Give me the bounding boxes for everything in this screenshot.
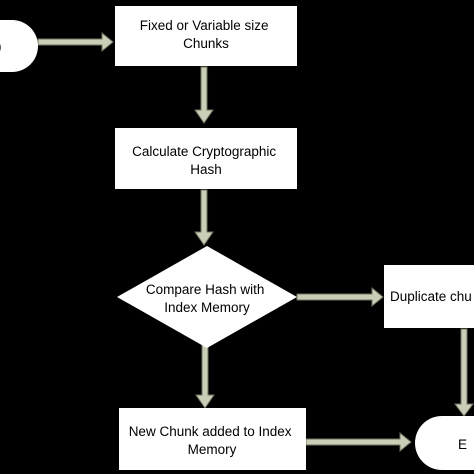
svg-text:Calculate Cryptographic: Calculate Cryptographic Hash <box>132 144 280 177</box>
hash-label-line-1: Calculate Cryptographic <box>132 144 276 159</box>
arrow-duplicate-to-end <box>454 328 474 417</box>
new-chunk-label-line-2: Memory <box>188 442 237 457</box>
arrow-hash-to-compare <box>194 189 214 246</box>
end-terminal-label: E <box>458 437 467 452</box>
start-terminal: ) <box>0 20 38 72</box>
hash-process-box: Calculate Cryptographic Hash <box>115 128 297 189</box>
new-chunk-label-line-1: New Chunk added to Index <box>129 424 292 439</box>
svg-text:New Chunk added to Index: New Chunk added to Index Memory <box>129 424 296 457</box>
compare-label-line-1: Compare Hash with <box>146 282 265 297</box>
connector-arrows <box>37 31 474 453</box>
arrow-chunks-to-hash <box>194 66 214 124</box>
chunks-label-line-1: Fixed or Variable size <box>140 18 269 33</box>
svg-text:Compare Hash with Index: Compare Hash with Index Memory <box>146 282 268 315</box>
arrow-compare-to-duplicate <box>296 286 384 308</box>
chunks-process-box: Fixed or Variable size Chunks <box>115 6 297 66</box>
start-terminal-label: ) <box>0 39 2 54</box>
svg-text:Fixed or Variable size C: Fixed or Variable size Chunks <box>140 18 273 51</box>
compare-label-line-2: Index Memory <box>164 300 250 315</box>
duplicate-process-box: Duplicate chu <box>384 265 474 328</box>
arrow-start-to-chunks <box>37 31 114 53</box>
hash-label-line-2: Hash <box>190 162 222 177</box>
compare-decision-diamond: Compare Hash with Index Memory <box>117 246 297 348</box>
new-chunk-process-box: New Chunk added to Index Memory <box>119 408 306 470</box>
duplicate-label: Duplicate chu <box>390 289 472 304</box>
arrow-new-chunk-to-end <box>305 431 412 453</box>
end-terminal: E <box>415 416 474 470</box>
chunks-label-line-2: Chunks <box>183 36 229 51</box>
